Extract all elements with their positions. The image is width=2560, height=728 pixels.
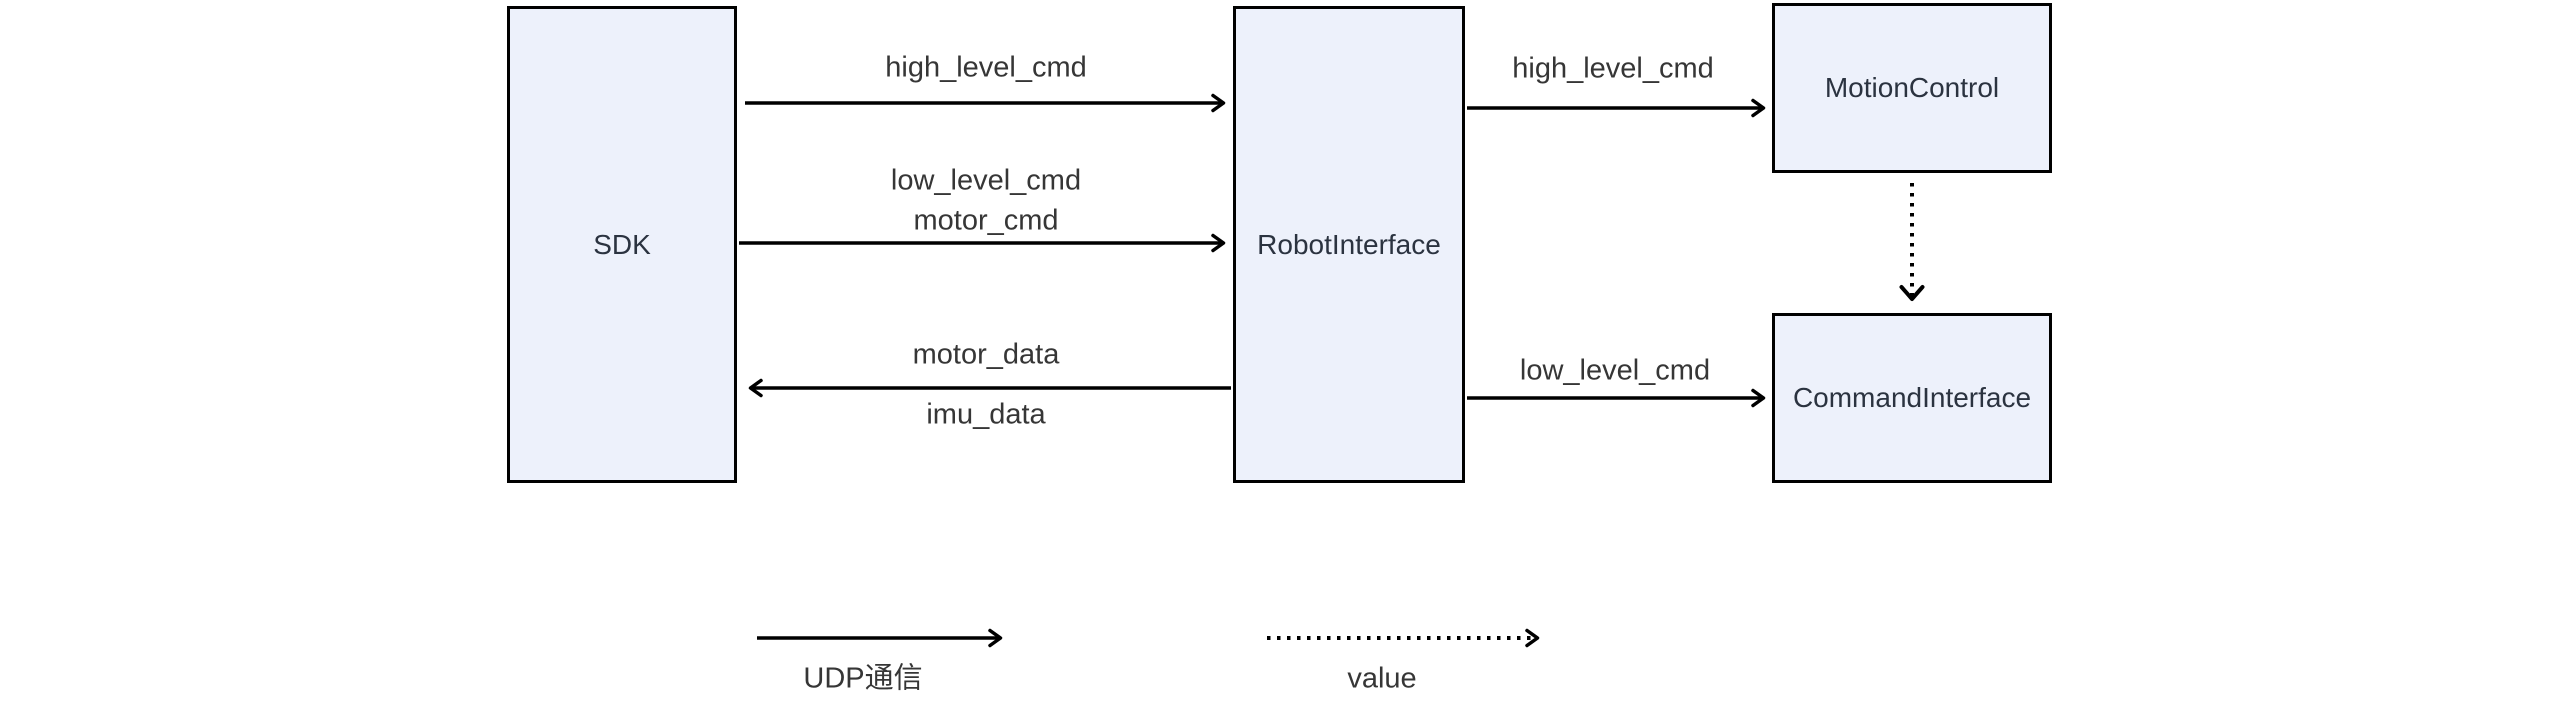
node-robot-interface: RobotInterface <box>1233 6 1465 483</box>
node-motion-control: MotionControl <box>1772 3 2052 173</box>
legend-label-udp: UDP通信 <box>803 662 923 695</box>
node-motion-control-label: MotionControl <box>1824 72 2000 103</box>
edge-label-high-level-cmd-1: high_level_cmd <box>885 51 1087 84</box>
node-command-interface: CommandInterface <box>1772 313 2052 483</box>
node-sdk: SDK <box>507 6 737 483</box>
edge-label-low-level-cmd-1: low_level_cmd <box>890 164 1082 197</box>
node-command-interface-label: CommandInterface <box>1792 382 2032 413</box>
edge-label-motor-data: motor_data <box>912 338 1060 371</box>
edge-label-imu-data: imu_data <box>926 398 1046 431</box>
edge-label-high-level-cmd-2: high_level_cmd <box>1512 52 1714 85</box>
edge-label-motor-cmd: motor_cmd <box>913 204 1059 237</box>
node-robot-interface-label: RobotInterface <box>1257 228 1441 260</box>
node-sdk-label: SDK <box>593 228 651 260</box>
legend-label-value: value <box>1347 662 1417 695</box>
edge-label-low-level-cmd-2: low_level_cmd <box>1519 354 1711 387</box>
